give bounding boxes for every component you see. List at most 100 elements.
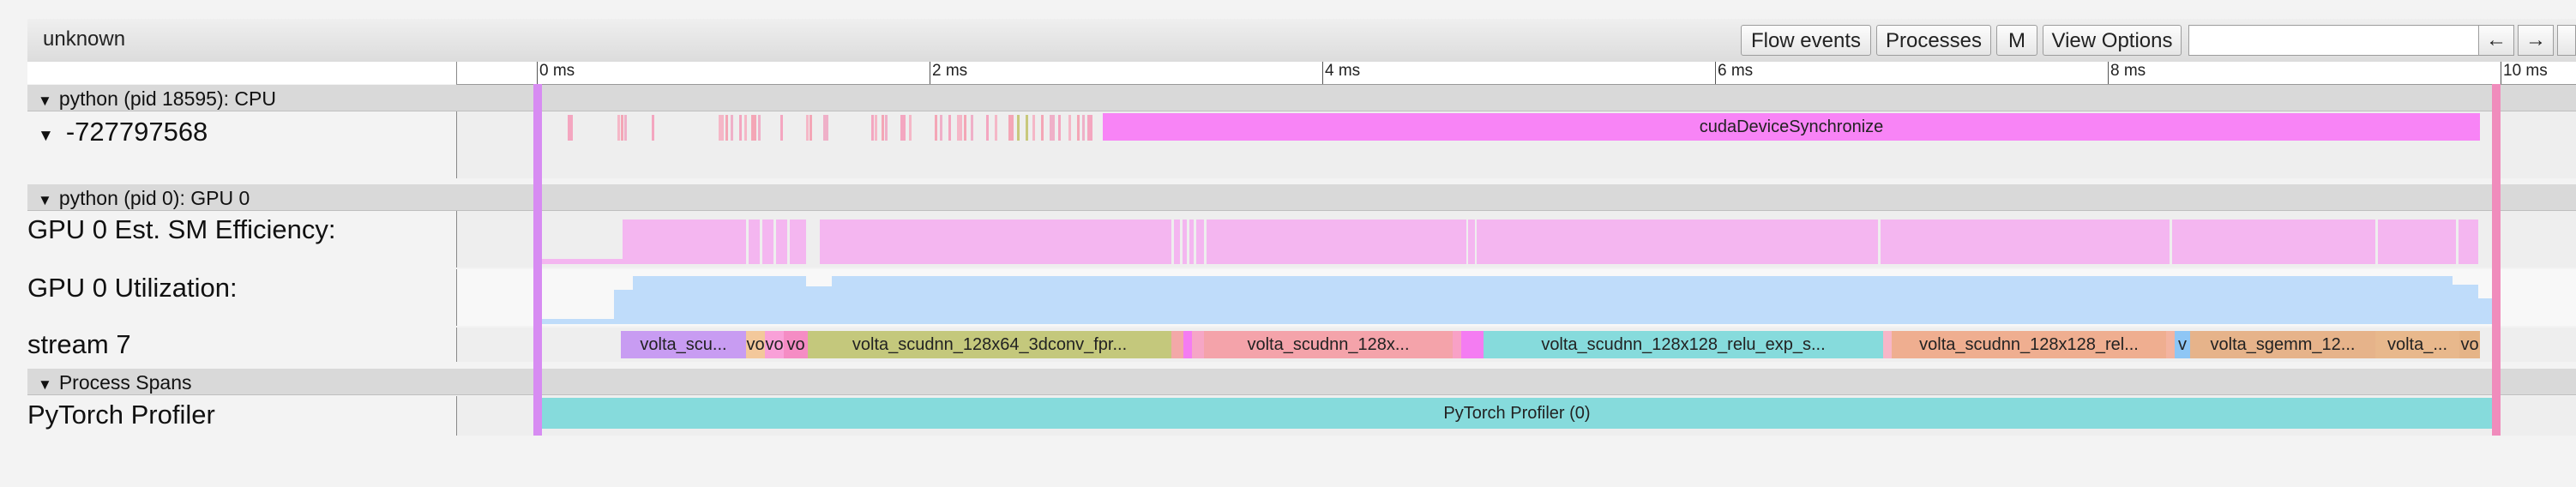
kernel-slice[interactable]: v [2175,331,2190,358]
sm-efficiency-area[interactable] [623,219,2478,264]
cpu-small-slice[interactable] [1077,115,1080,141]
kernel-slice[interactable]: volta_scudnn_128x128_rel... [1892,331,2166,358]
kernel-slice[interactable] [1453,331,1461,358]
selection-end-marker[interactable] [2492,84,2501,436]
collapse-triangle-icon[interactable]: ▼ [38,127,54,145]
cpu-small-slice[interactable] [1082,115,1085,141]
kernel-slice[interactable]: volta_... [2375,331,2459,358]
arrow-left-icon: ← [2486,28,2507,51]
cpu-small-slice[interactable] [739,115,742,141]
cpu-small-slice[interactable] [1058,115,1061,141]
cpu-thread-label-cell [27,111,457,178]
process-header-gpu[interactable] [27,184,2576,211]
selection-start-marker[interactable] [533,84,542,436]
view-options-button[interactable]: View Options [2043,25,2182,56]
cuda-device-synchronize-slice[interactable]: cudaDeviceSynchronize [1103,113,2480,141]
cpu-small-slice[interactable] [1026,115,1028,141]
cpu-small-slice[interactable] [725,115,728,141]
pytorch-profiler-span[interactable]: PyTorch Profiler (0) [540,398,2494,429]
profiler-label-cell [27,396,457,436]
kernel-slice[interactable] [1171,331,1183,358]
prev-match-button[interactable]: ← [2478,25,2514,56]
sm-efficiency-gap [1878,219,1881,264]
cpu-small-slice[interactable] [909,115,912,141]
cpu-small-slice[interactable] [719,115,724,141]
collapse-triangle-icon[interactable]: ▼ [38,93,52,109]
cpu-small-slice[interactable] [1032,115,1035,141]
kernel-slice[interactable]: volta_scudnn_128x128_relu_exp_s... [1484,331,1883,358]
cpu-small-slice[interactable] [1041,115,1044,141]
kernel-slice[interactable]: vo [2459,331,2480,358]
processes-button[interactable]: Processes [1876,25,1991,56]
cpu-small-slice[interactable] [1008,115,1014,141]
cpu-small-slice[interactable] [751,115,756,141]
collapse-triangle-icon[interactable]: ▼ [38,192,52,208]
kernel-slice[interactable] [1192,331,1204,358]
search-input[interactable] [2188,25,2480,56]
kernel-slice[interactable]: vo [746,331,765,358]
process-header-spans[interactable] [27,369,2576,395]
cpu-small-slice[interactable] [971,115,973,141]
cpu-small-slice[interactable] [624,115,627,141]
ruler-label-8ms: 8 ms [2110,62,2146,80]
cpu-small-slice[interactable] [935,115,937,141]
profiler-label: PyTorch Profiler [27,400,215,430]
cpu-small-slice[interactable] [885,115,888,141]
cpu-small-slice[interactable] [957,115,962,141]
cpu-small-slice[interactable] [758,115,761,141]
cpu-small-slice[interactable] [731,115,733,141]
kernel-slice[interactable] [1183,331,1192,358]
cpu-small-slice[interactable] [948,115,951,141]
stream-label-cell [27,328,457,362]
cpu-small-slice[interactable] [871,115,874,141]
ruler-label-6ms: 6 ms [1718,62,1754,80]
cpu-small-slice[interactable] [875,115,877,141]
time-ruler[interactable] [456,62,2576,85]
kernel-slice[interactable]: volta_scudnn_128x64_3dconv_fpr... [808,331,1171,358]
metadata-button[interactable]: M [1996,25,2037,56]
process-header-cpu-label[interactable]: ▼python (pid 18595): CPU [38,87,276,110]
sm-efficiency-gap [806,219,820,264]
kernel-slice[interactable] [1883,331,1892,358]
sm-efficiency-gap [787,219,790,264]
cpu-small-slice[interactable] [652,115,654,141]
cpu-small-slice[interactable] [568,115,573,141]
process-header-gpu-label[interactable]: ▼python (pid 0): GPU 0 [38,187,250,209]
kernel-slice[interactable]: volta_sgemm_12... [2190,331,2375,358]
sm-efficiency-label-cell [27,211,457,268]
sm-efficiency-gap [1204,219,1207,264]
cpu-small-slice[interactable] [744,115,747,141]
sm-efficiency-gap [746,219,749,264]
cpu-small-slice[interactable] [995,115,997,141]
sm-efficiency-gap [1466,219,1468,264]
cpu-small-slice[interactable] [1050,115,1055,141]
ruler-tick [1322,62,1323,84]
process-header-cpu[interactable] [27,85,2576,111]
flow-events-button[interactable]: Flow events [1741,25,1871,56]
cpu-small-slice[interactable] [1068,115,1071,141]
cpu-small-slice[interactable] [810,115,812,141]
cpu-small-slice[interactable] [900,115,906,141]
kernel-slice[interactable]: volta_scudnn_128x... [1204,331,1453,358]
collapse-triangle-icon[interactable]: ▼ [38,376,52,393]
cpu-small-slice[interactable] [621,115,623,141]
kernel-slice[interactable]: vo [784,331,808,358]
next-match-button[interactable]: → [2518,25,2554,56]
cpu-small-slice[interactable] [882,115,884,141]
cpu-thread-label[interactable]: ▼-727797568 [38,117,208,147]
cpu-small-slice[interactable] [1017,115,1020,141]
cpu-small-slice[interactable] [986,115,989,141]
kernel-slice[interactable] [2166,331,2175,358]
process-header-spans-label[interactable]: ▼Process Spans [38,371,192,394]
cpu-small-slice[interactable] [823,115,828,141]
kernel-slice[interactable] [1461,331,1484,358]
cpu-small-slice[interactable] [1087,115,1092,141]
sm-efficiency-gap [2456,219,2459,264]
kernel-slice[interactable]: vo [765,331,784,358]
kernel-slice[interactable]: volta_scu... [621,331,746,358]
cpu-small-slice[interactable] [617,115,620,141]
cpu-small-slice[interactable] [806,115,809,141]
cpu-small-slice[interactable] [940,115,942,141]
cpu-small-slice[interactable] [964,115,966,141]
cpu-small-slice[interactable] [780,115,783,141]
